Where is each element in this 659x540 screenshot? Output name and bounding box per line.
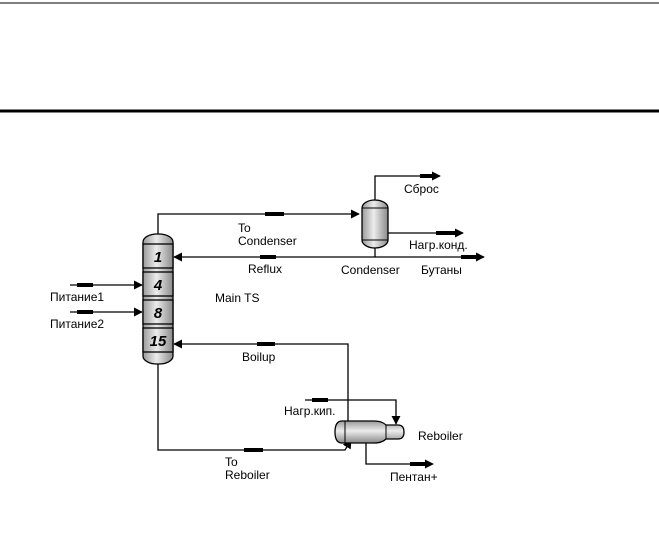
condenser-shell — [361, 199, 389, 249]
stage-label-8: 8 — [154, 305, 163, 322]
feed-label-2: Питание2 — [50, 317, 104, 331]
vent-stream[interactable] — [374, 171, 441, 200]
boilup-stream[interactable] — [173, 339, 349, 421]
stage-label-15: 15 — [150, 333, 167, 350]
boilup-label: Boilup — [242, 350, 276, 364]
vent-label: Сброс — [404, 182, 439, 196]
to-condenser-label-1: To — [238, 221, 251, 235]
stage-box-15 — [142, 327, 174, 353]
to-reboiler-label-1: To — [225, 455, 238, 469]
to-reboiler-label-2: Reboiler — [225, 468, 270, 482]
condenser-vessel[interactable] — [361, 199, 389, 249]
to-condenser-label-2: Condenser — [238, 234, 297, 248]
to-condenser-stream[interactable] — [157, 209, 360, 234]
condenser-duty-label: Нагр.конд. — [409, 238, 468, 252]
stage-label-4: 4 — [153, 277, 163, 294]
stage-label-1: 1 — [154, 249, 162, 266]
stage-box-4 — [142, 271, 174, 297]
reboiler-duty-stream[interactable] — [305, 398, 401, 425]
feed-label-1: Питание1 — [50, 290, 104, 304]
condenser-label: Condenser — [341, 263, 400, 277]
distillate-label: Бутаны — [421, 263, 462, 277]
to-reboiler-stream[interactable] — [157, 364, 352, 452]
stage-box-8 — [142, 299, 174, 325]
reboiler-label: Reboiler — [418, 429, 463, 443]
column-name: Main TS — [215, 291, 259, 305]
bottoms-label: Пентан+ — [390, 470, 438, 484]
reboiler-vessel[interactable] — [334, 420, 405, 444]
reflux-label: Reflux — [248, 262, 282, 276]
bottoms-stream[interactable] — [365, 443, 434, 469]
reboiler-duty-label: Нагр.кип. — [284, 404, 336, 418]
stage-box-1 — [142, 243, 174, 269]
reboiler-shell — [334, 420, 405, 444]
main-column[interactable]: 1 4 8 15 — [142, 233, 174, 365]
